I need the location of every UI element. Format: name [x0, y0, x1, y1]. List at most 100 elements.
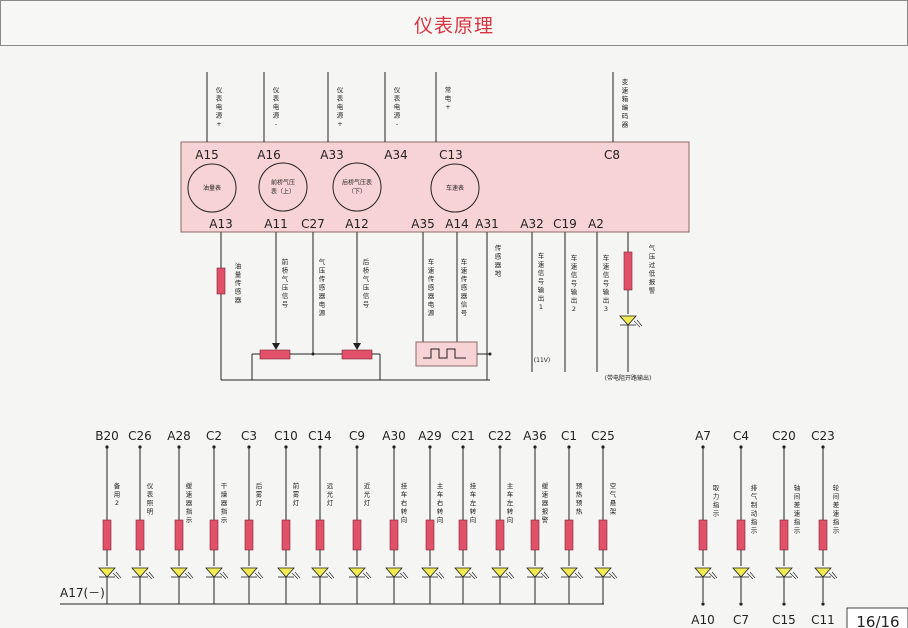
pin-label: A33 — [320, 148, 343, 162]
led-ray — [711, 571, 718, 579]
pin-label: C13 — [439, 148, 463, 162]
indicator-label: 缓速器报警 — [542, 481, 549, 524]
input-label: 仪表电源+ — [216, 86, 223, 128]
indicator-label: 排气制动指示 — [751, 483, 758, 535]
input-label: 仪表电源- — [273, 86, 280, 128]
pin-label: A34 — [384, 148, 407, 162]
pulse-icon — [423, 348, 466, 359]
arrow-icon — [353, 343, 361, 350]
indicator-led-icon — [421, 567, 439, 578]
pin-label: A14 — [445, 217, 468, 231]
note-label: (11V) — [534, 357, 550, 364]
indicator-label: 仪表照明 — [147, 482, 154, 516]
input-label: 变速箱编码器 — [622, 77, 629, 129]
gauge-label: 后桥气压表 — [342, 179, 372, 187]
sensor-label: 后桥气压信号 — [363, 257, 370, 309]
rear-pressure-sensor — [341, 349, 373, 360]
sensor-label: 气压过低报警 — [649, 243, 656, 295]
indicator-pin: C9 — [349, 429, 365, 443]
indicator-pin: C1 — [561, 429, 577, 443]
led-ray — [574, 572, 582, 580]
led-ray — [708, 572, 716, 580]
indicator-led-icon — [348, 567, 366, 578]
indicator-led-icon — [205, 567, 223, 578]
arrow-icon — [272, 343, 280, 350]
indicator-resistor — [352, 519, 362, 551]
alarm-resistor — [623, 251, 633, 291]
indicator-label: 干燥器指示 — [221, 482, 228, 524]
indicator-led-icon — [560, 567, 578, 578]
led-ray — [291, 572, 299, 580]
pin-label: A35 — [411, 217, 434, 231]
indicator-resistor — [564, 519, 574, 551]
indicator-pin: A36 — [523, 429, 546, 443]
pin-label: A2 — [588, 217, 604, 231]
indicator-resistor — [102, 519, 112, 551]
indicator-resistor — [135, 519, 145, 551]
led-ray — [789, 572, 797, 580]
indicator-resistor — [698, 519, 708, 551]
pin-label: A12 — [345, 217, 368, 231]
indicator-led-icon — [131, 567, 149, 578]
indicator-label: 挂车右转向 — [401, 481, 408, 524]
led-ray — [328, 571, 335, 579]
indicator-label: 主车左转向 — [507, 481, 514, 524]
indicator-led-icon — [694, 567, 712, 578]
led-ray — [365, 571, 372, 579]
led-ray — [112, 572, 120, 580]
gauge-label: （下） — [348, 189, 366, 196]
fuel-sensor-resistor — [216, 267, 226, 295]
gauge — [430, 163, 480, 213]
pin-label: A11 — [264, 217, 287, 231]
led-ray — [577, 571, 584, 579]
sensor-label: 车速传感器电源 — [428, 257, 435, 317]
indicator-pin: C4 — [733, 429, 749, 443]
indicator-label: 缓速器指示 — [186, 481, 193, 524]
indicator-led-icon — [385, 567, 403, 578]
junction — [739, 602, 743, 606]
input-label: 仪表电源+ — [337, 86, 344, 128]
sensor-label: 前桥气压信号 — [282, 257, 289, 309]
pin-label: A31 — [475, 217, 498, 231]
led-ray — [468, 572, 476, 580]
led-ray — [633, 320, 641, 328]
indicator-label: 轴间差速指示 — [794, 483, 801, 535]
led-ray — [187, 571, 194, 579]
indicator-resistor — [598, 519, 608, 551]
gauge-label: 油量表 — [203, 184, 221, 192]
led-ray — [222, 571, 229, 579]
indicator-led-icon — [732, 567, 750, 578]
indicator-label: 轮间差速指示 — [833, 483, 840, 535]
gauge — [332, 162, 382, 212]
led-ray — [636, 319, 643, 327]
alarm-led-icon — [619, 315, 637, 326]
indicator-label: 远光灯 — [327, 482, 334, 507]
indicator-resistor — [209, 519, 219, 551]
input-label: 常电+ — [445, 85, 452, 111]
indicator-resistor — [736, 519, 746, 551]
pin-label: C8 — [604, 148, 620, 162]
led-ray — [148, 571, 155, 579]
sensor-label: 气压传感器电源 — [319, 257, 326, 317]
led-ray — [184, 572, 192, 580]
indicator-pin: A7 — [695, 429, 711, 443]
indicator-bottom-pin: C11 — [811, 613, 835, 627]
led-ray — [402, 571, 409, 579]
page-title: 仪表原理 — [413, 15, 494, 37]
led-ray — [471, 571, 478, 579]
indicator-led-icon — [170, 567, 188, 578]
indicator-pin: A30 — [382, 429, 405, 443]
gauge — [258, 162, 308, 212]
gauge-label: 前桥气压 — [271, 179, 295, 187]
sensor-label: 车速传感器信号 — [461, 257, 468, 317]
led-ray — [508, 571, 515, 579]
indicator-led-icon — [240, 567, 258, 578]
pin-label: C27 — [301, 217, 325, 231]
led-ray — [438, 571, 445, 579]
led-ray — [792, 571, 799, 579]
indicator-bottom-pin: C7 — [733, 613, 749, 627]
